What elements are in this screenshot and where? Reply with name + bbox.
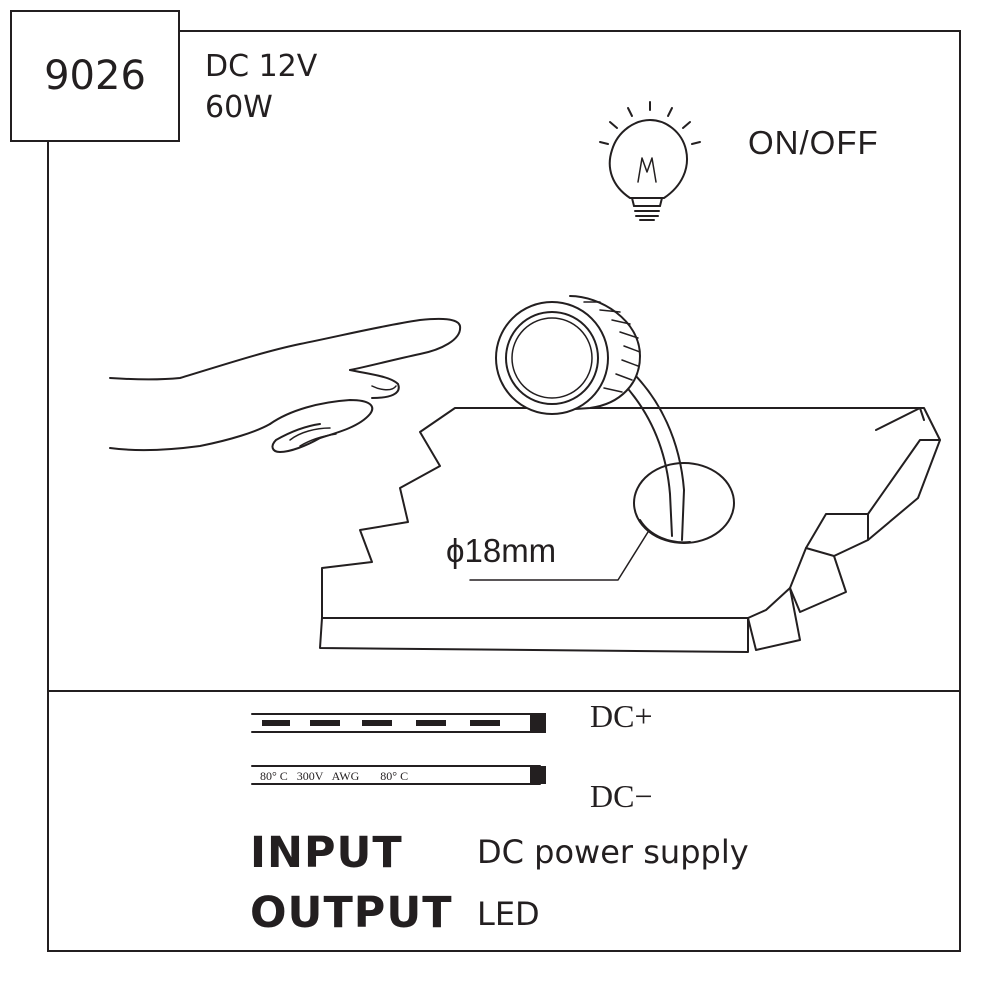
hand-illustration [109,317,462,453]
diagram-frame [47,30,961,952]
dimension-leader [469,531,649,581]
hole-diameter-label: ϕ18mm [446,532,557,569]
model-number-box: 9026 [10,10,180,142]
voltage-spec: DC 12V [205,49,318,84]
light-bulb-icon [599,101,701,221]
output-key: OUTPUT [250,888,453,938]
dc-negative-label: DC− [590,778,653,814]
wire-print-text: 80° C 300V AWG 80° C [260,769,408,783]
dc-positive-label: DC+ [590,698,653,734]
output-value: LED [477,895,540,933]
input-value: DC power supply [477,833,749,871]
sensor-cable [621,371,685,541]
dc-positive-wire [251,713,546,733]
input-key: INPUT [250,828,403,878]
section-divider [47,690,961,692]
model-number: 9026 [44,53,146,99]
mounting-panel [319,407,941,653]
wattage-spec: 60W [205,90,273,125]
touch-sensor-unit [495,295,641,415]
switch-mode-label: ON/OFF [748,124,879,161]
dc-negative-wire [251,765,546,785]
